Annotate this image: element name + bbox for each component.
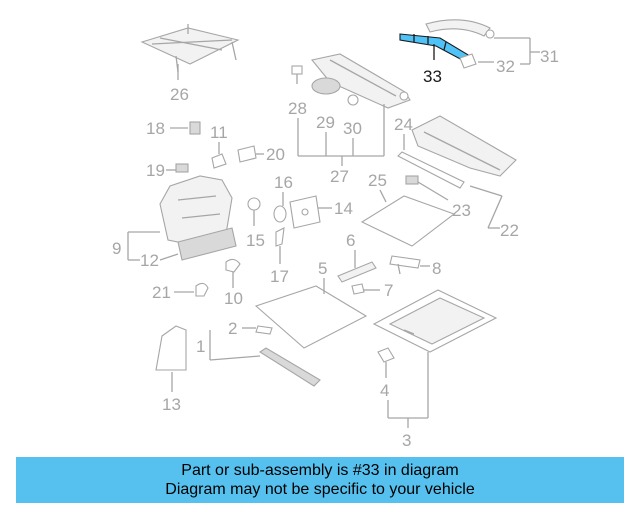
part-29-bracket (311, 77, 341, 95)
callout-9: 9 (112, 239, 121, 258)
part-19-clip (175, 163, 189, 173)
part-32-cap (459, 53, 477, 69)
part-15-bracket (247, 197, 261, 226)
banner-line-2: Diagram may not be specific to your vehi… (165, 481, 475, 498)
callout-29: 29 (316, 113, 335, 132)
info-banner: Part or sub-assembly is #33 in diagram D… (16, 457, 624, 503)
part-1-sill (258, 347, 321, 387)
part-20-cover (237, 145, 257, 163)
callout-10: 10 (224, 289, 243, 308)
callout-18: 18 (146, 119, 165, 138)
callout-19: 19 (146, 161, 165, 180)
part-13-panel (155, 325, 187, 371)
callout-21: 21 (152, 283, 171, 302)
part-21-hook (195, 282, 209, 297)
callout-26: 26 (170, 85, 189, 104)
callout-3: 3 (402, 431, 411, 450)
part-11-bracket (211, 153, 227, 169)
part-2-clip (255, 325, 273, 335)
callout-16: 16 (274, 173, 293, 192)
callout-8: 8 (432, 259, 441, 278)
part-26-cargo-cover (140, 24, 240, 80)
part-7-clip (351, 283, 365, 295)
callout-31: 31 (540, 47, 559, 66)
callout-6: 6 (346, 231, 355, 250)
part-24-sill (411, 115, 517, 177)
callout-11: 11 (210, 123, 228, 142)
part-16-clip (273, 205, 287, 223)
part-side-trim-panel (159, 175, 233, 245)
part-8-handle (389, 255, 421, 275)
callout-4: 4 (380, 381, 389, 400)
callout-14: 14 (334, 199, 353, 218)
callout-12: 12 (140, 251, 159, 270)
part-31-strip (425, 19, 495, 39)
part-14-cover (289, 195, 321, 229)
callout-24: 24 (394, 115, 413, 134)
callout-17: 17 (270, 267, 289, 286)
callout-30: 30 (343, 119, 362, 138)
callout-20: 20 (266, 145, 285, 164)
banner-line-1: Part or sub-assembly is #33 in diagram (181, 462, 459, 479)
callout-7: 7 (384, 281, 393, 300)
part-25-mat (360, 195, 456, 247)
callout-22: 22 (500, 221, 519, 240)
callout-15: 15 (246, 231, 265, 250)
part-18-clip (189, 121, 201, 135)
callout-5: 5 (318, 259, 327, 278)
part-17-clip (275, 227, 285, 247)
callout-13: 13 (162, 395, 181, 414)
part-5-floor-board (254, 285, 368, 349)
callout-33: 33 (423, 67, 442, 86)
part-4-cover (377, 347, 395, 363)
callout-25: 25 (368, 171, 387, 190)
part-23-clip (405, 175, 419, 185)
callout-2: 2 (228, 319, 237, 338)
callout-27: 27 (330, 167, 349, 186)
part-trim-strip (397, 151, 465, 189)
callout-32: 32 (496, 57, 515, 76)
part-3-tray (372, 289, 498, 353)
part-28-clip (291, 65, 303, 84)
part-6-rail (337, 261, 377, 283)
part-12-panel (177, 227, 237, 261)
callout-23: 23 (452, 201, 471, 220)
callout-1: 1 (196, 337, 205, 356)
part-30-clip (347, 94, 359, 106)
part-10-hook (225, 258, 241, 273)
callout-28: 28 (288, 99, 307, 118)
